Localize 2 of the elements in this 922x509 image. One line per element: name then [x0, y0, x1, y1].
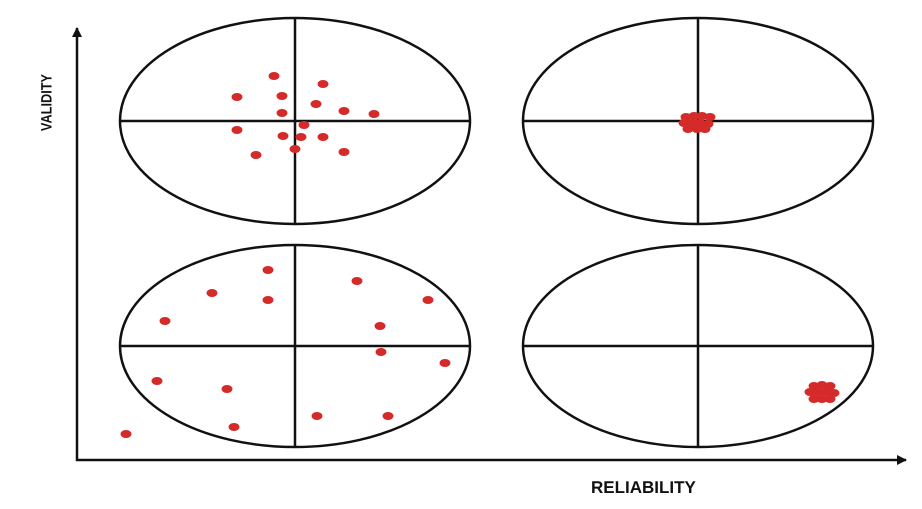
- y-axis-label: VALIDITY: [38, 72, 56, 134]
- x-axis-label: RELIABILITY: [591, 478, 696, 498]
